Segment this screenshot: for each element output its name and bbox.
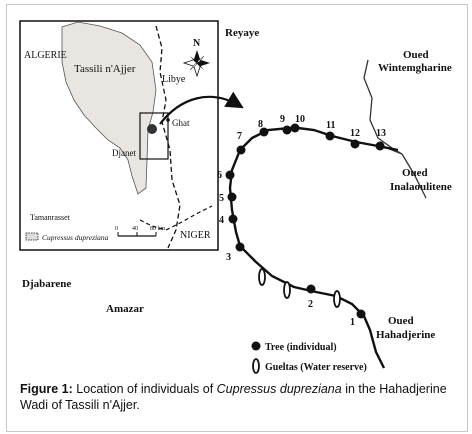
tree-marker-11 <box>325 131 335 141</box>
tree-marker-1 <box>356 309 366 319</box>
tree-marker-12 <box>350 139 360 149</box>
label-oued-hahadjerine-1: Oued <box>388 315 414 327</box>
caption-text-after: in the Hahadjerine Wadi of Tassili n'Ajj… <box>20 382 447 412</box>
pointer-arrow <box>159 91 244 125</box>
legend-gueltas-label: Gueltas (Water reserve) <box>265 362 367 373</box>
label-djabarene: Djabarene <box>22 278 71 290</box>
niger-border <box>139 205 213 231</box>
label-oued-inalaoulitene-2: Inalaoulitene <box>390 181 452 193</box>
guelta-2 <box>283 281 291 299</box>
label-ghat: Ghat <box>172 118 190 128</box>
map-legend: Tree (individual) Gueltas (Water reserve… <box>251 341 367 374</box>
tree-number-2: 2 <box>308 299 313 310</box>
ghat-dot <box>166 118 170 122</box>
label-libye: Libye <box>162 74 186 85</box>
map: ALGERIE Tassili n'Ajjer Libye Ghat Djane… <box>19 20 452 374</box>
label-tamanrasset: Tamanrasset <box>30 213 71 222</box>
tree-number-6: 6 <box>217 170 222 181</box>
label-algeria: ALGERIE <box>24 50 67 61</box>
inset-legend-label: Cupressus dupreziana <box>42 233 109 242</box>
figure-caption: Figure 1: Location of individuals of Cup… <box>20 381 460 413</box>
algeria-territory <box>61 21 157 195</box>
caption-species: Cupressus dupreziana <box>216 382 342 396</box>
label-oued-wintemgharine-2: Wintemgharine <box>378 62 452 74</box>
north-arrow-icon <box>182 50 210 78</box>
tree-number-8: 8 <box>258 119 263 130</box>
label-oued-inalaoulitene-1: Oued <box>402 167 428 179</box>
tree-number-1: 1 <box>350 317 355 328</box>
label-north: N <box>193 38 201 49</box>
label-oued-wintemgharine-1: Oued <box>403 49 429 61</box>
inset-map: ALGERIE Tassili n'Ajjer Libye Ghat Djane… <box>19 20 219 251</box>
tree-number-12: 12 <box>350 128 360 139</box>
label-amazar: Amazar <box>106 303 144 315</box>
tree-marker-2 <box>306 284 316 294</box>
tree-number-5: 5 <box>219 193 224 204</box>
tree-number-3: 3 <box>226 252 231 263</box>
algeria-libya-border <box>155 25 181 249</box>
tree-marker-3 <box>235 242 245 252</box>
tree-marker-9 <box>282 125 292 135</box>
tree-marker-4 <box>228 214 238 224</box>
oued-inalaoulitene <box>401 153 427 199</box>
oued-wintemgharine <box>363 59 403 155</box>
label-reyaye: Reyaye <box>225 27 259 39</box>
tree-marker-13 <box>375 141 385 151</box>
tree-number-10: 10 <box>295 114 305 125</box>
tree-marker-10 <box>290 123 300 133</box>
label-oued-hahadjerine-2: Hahadjerine <box>376 329 435 341</box>
scale-80: 80 km <box>150 226 166 232</box>
guelta-1 <box>258 268 266 286</box>
tree-number-9: 9 <box>280 114 285 125</box>
study-area-marker <box>147 124 157 134</box>
caption-text-before: Location of individuals of <box>72 382 217 396</box>
tree-number-7: 7 <box>237 131 242 142</box>
legend-tree-icon <box>251 341 261 351</box>
legend-tree-label: Tree (individual) <box>265 342 337 353</box>
tree-marker-6 <box>225 170 235 180</box>
scale-40: 40 <box>132 226 138 232</box>
oued-hahadjerine <box>228 126 399 369</box>
guelta-3 <box>333 290 341 308</box>
tree-marker-5 <box>227 192 237 202</box>
study-area-box <box>139 112 169 160</box>
inset-legend: Cupressus dupreziana <box>25 232 109 242</box>
tree-number-4: 4 <box>219 215 224 226</box>
label-djanet: Djanet <box>112 148 136 158</box>
label-tassili: Tassili n'Ajjer <box>74 63 136 75</box>
tree-marker-7 <box>236 145 246 155</box>
tree-number-13: 13 <box>376 128 386 139</box>
label-niger: NIGER <box>180 230 211 241</box>
caption-label: Figure 1: <box>20 382 73 396</box>
scale-0: 0 <box>115 226 118 232</box>
scale-bar: 0 40 80 km <box>115 226 166 237</box>
legend-guelta-icon <box>252 358 260 374</box>
tree-number-11: 11 <box>326 120 335 131</box>
tree-marker-8 <box>259 127 269 137</box>
